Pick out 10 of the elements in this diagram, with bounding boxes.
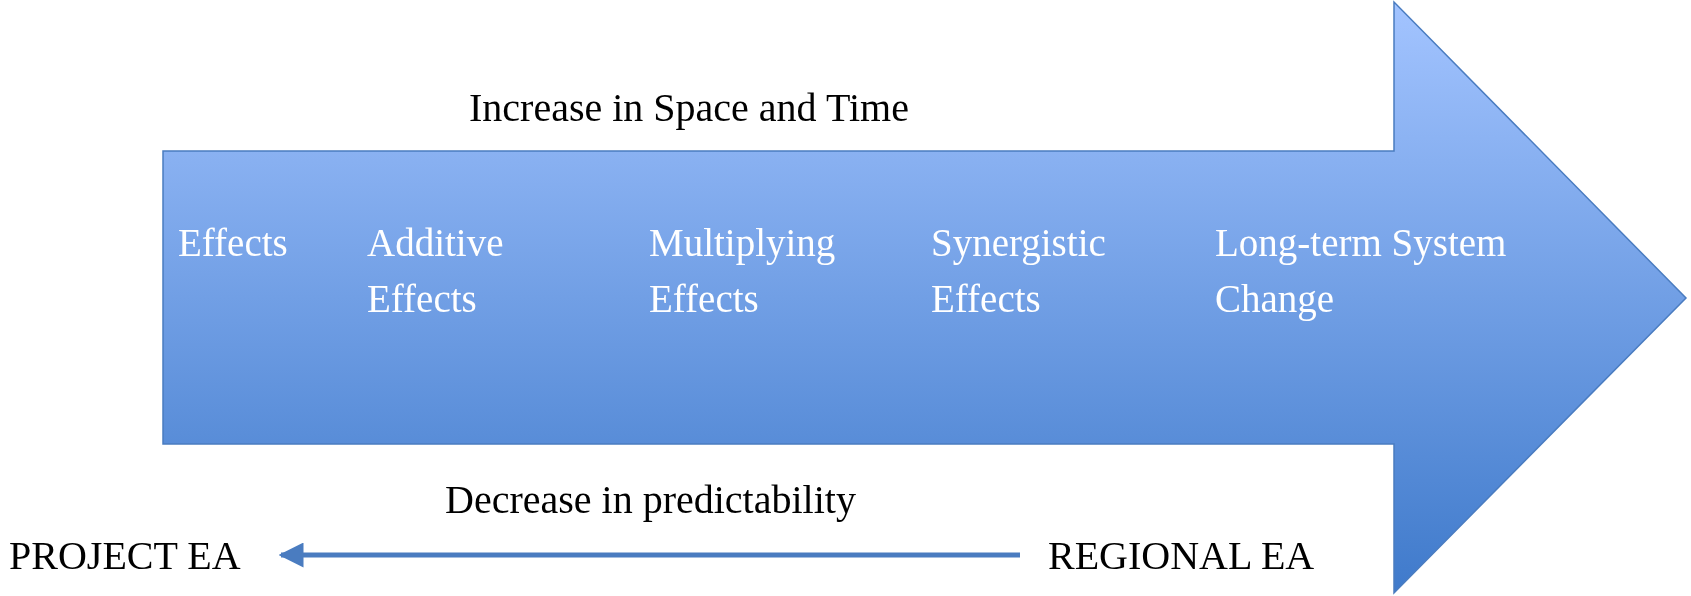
arrow-text: Long-term System Change	[1215, 220, 1508, 323]
arrow-text: Synergistic Effects	[931, 220, 1107, 322]
arrow-text: Effects	[178, 220, 289, 266]
arrow	[278, 542, 1020, 568]
heading-text: Increase in Space and Time	[469, 84, 909, 132]
text-label: REGIONAL EA	[1048, 528, 1315, 584]
text-label: PROJECT EA	[9, 528, 241, 584]
arrow-text: Additive Effects	[367, 220, 505, 322]
arrow-text: Multiplying Effects	[649, 220, 837, 322]
edge-label: Decrease in predictability	[445, 476, 856, 524]
